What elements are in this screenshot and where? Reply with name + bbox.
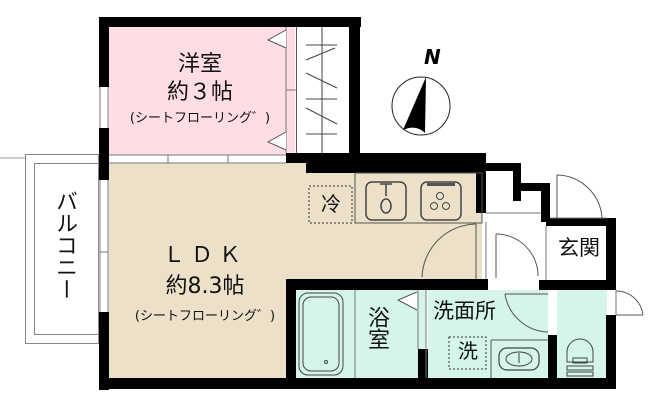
bathroom-label: 浴室 — [364, 306, 389, 350]
wall — [306, 163, 482, 173]
western-room-size: 約３帖 — [166, 80, 233, 106]
wall — [99, 17, 361, 27]
wall — [513, 163, 521, 201]
wall — [288, 279, 488, 290]
wall — [548, 335, 557, 379]
wall — [286, 279, 296, 389]
washroom-label: 洗面所 — [433, 299, 496, 323]
wall — [286, 153, 486, 163]
ldk-size: 約8.3帖 — [165, 274, 245, 300]
wall — [99, 17, 109, 87]
wall — [486, 163, 520, 171]
wall — [476, 153, 486, 213]
western-room-name: 洋室 — [177, 52, 222, 77]
wall — [99, 128, 109, 180]
ldk-floor — [109, 163, 289, 380]
bathroom-floor — [296, 290, 426, 378]
ldk-floor-type: (シートフローリング゛) — [134, 308, 276, 324]
north-arrow-icon — [391, 76, 451, 136]
fridge-label: 冷 — [321, 192, 341, 216]
compass — [388, 70, 454, 136]
wall — [546, 280, 616, 290]
entrance-label: 玄関 — [558, 236, 600, 260]
wall — [99, 312, 109, 390]
balcony — [25, 154, 99, 344]
ldk-name: ＬＤＫ — [162, 243, 247, 268]
wall — [539, 280, 549, 290]
washroom-floor — [428, 290, 548, 378]
western-room-floor-type: (シートフローリング゛) — [129, 110, 271, 126]
wall — [99, 378, 616, 389]
wall — [418, 349, 428, 379]
wall — [606, 315, 616, 389]
balcony-label: バルコニー — [52, 190, 77, 300]
compass-north-label: N — [424, 45, 441, 69]
balcony-inner — [34, 163, 99, 335]
wall — [546, 218, 616, 226]
western-room-label: 洋室 約３帖 (シートフローリング゛) — [125, 52, 275, 127]
washer-label: 洗 — [458, 339, 478, 363]
wall — [349, 17, 360, 163]
wall — [541, 183, 550, 222]
ldk-label: ＬＤＫ 約8.3帖 (シートフローリング゛) — [130, 243, 280, 325]
western-room-floor — [109, 27, 295, 155]
wall — [606, 218, 616, 290]
wall — [513, 183, 548, 191]
